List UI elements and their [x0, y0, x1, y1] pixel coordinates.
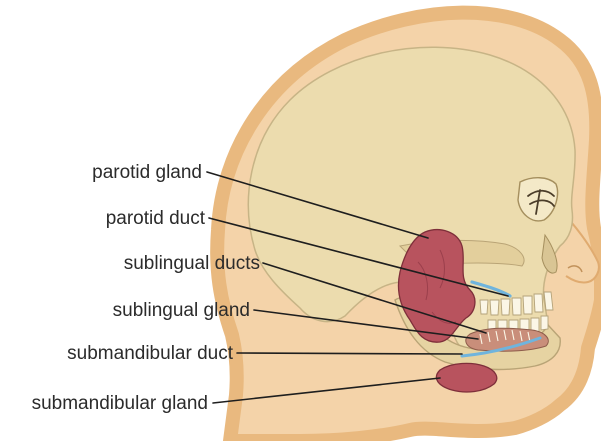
label-submandibular-duct: submandibular duct — [67, 343, 234, 364]
label-submandibular-gland: submandibular gland — [32, 393, 208, 414]
label-parotid-gland: parotid gland — [92, 162, 202, 183]
label-sublingual-ducts: sublingual ducts — [124, 253, 260, 274]
submandibular-gland-shape — [436, 363, 496, 392]
label-sublingual-gland: sublingual gland — [113, 300, 250, 321]
leader-submandibular-duct — [237, 353, 462, 354]
label-parotid-duct: parotid duct — [106, 208, 206, 229]
